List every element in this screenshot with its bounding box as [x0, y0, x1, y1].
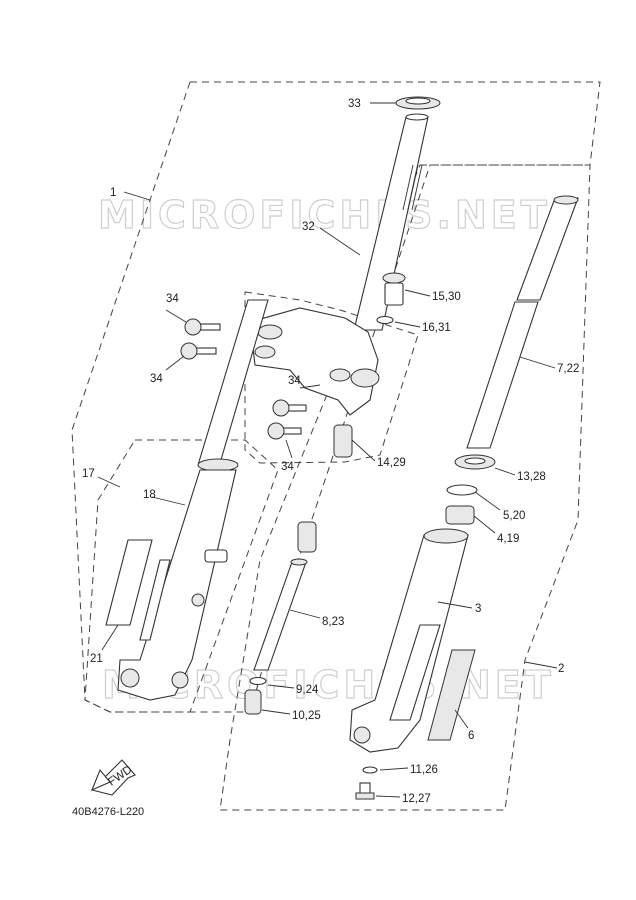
callout-15-30: 15,30: [432, 291, 461, 303]
callout-7-22: 7,22: [557, 363, 579, 375]
part-33-top-nut: [395, 96, 441, 110]
callout-13-28: 13,28: [517, 471, 546, 483]
callout-8-23: 8,23: [322, 616, 344, 628]
callout-21: 21: [90, 653, 103, 665]
callout-5-20: 5,20: [503, 510, 525, 522]
callout-3: 3: [475, 603, 481, 615]
group-outline-assembly-2: [219, 164, 591, 811]
part-11-gasket: [362, 766, 378, 774]
callout-1: 1: [110, 187, 116, 199]
callout-11-26: 11,26: [410, 764, 438, 776]
callout-9-24: 9,24: [296, 684, 319, 696]
callout-18: 18: [143, 489, 156, 501]
callout-4-19: 4,19: [497, 533, 519, 545]
part-12-bottom-bolt: [355, 782, 375, 800]
part-16-o-ring: [376, 315, 394, 325]
part-15-cap-bolt: [382, 272, 406, 306]
group-outline-bracket: [244, 291, 419, 464]
fwd-arrow-icon: FWD: [90, 759, 136, 796]
part-3-right-outer-tube: [349, 528, 469, 753]
callout-2: 2: [558, 663, 564, 675]
callout-34-upper: 34: [166, 293, 179, 305]
callout-34-mid: 34: [288, 375, 301, 387]
part-6-right-guard: [427, 649, 476, 741]
group-outline-assembly-17: [84, 439, 279, 713]
callout-17: 17: [82, 468, 95, 480]
part-4-bushing: [445, 505, 475, 525]
part-14-spring-top: [333, 424, 353, 458]
callout-34-bottom: 34: [281, 461, 294, 473]
part-32-steering-stem: [353, 113, 429, 331]
group-outline-assembly-1: [71, 81, 601, 713]
part-10-rebound-spring: [244, 689, 262, 715]
callout-16-31: 16,31: [422, 322, 451, 334]
diagram-reference-code: 40B4276-L220: [72, 806, 144, 818]
callout-6: 6: [468, 730, 474, 742]
part-34-bolt-mid: [272, 399, 307, 417]
part-5-clip: [446, 484, 478, 496]
leader-lines: [97, 102, 558, 798]
part-34-bolt-upper: [184, 318, 221, 336]
callout-12-27: 12,27: [402, 793, 431, 805]
part-7-right-inner-tube: [466, 195, 579, 449]
callout-10-25: 10,25: [292, 710, 321, 722]
part-17-left-outer-tube: [117, 469, 237, 701]
callout-32: 32: [302, 221, 315, 233]
part-9-washer: [249, 676, 267, 686]
callout-33: 33: [348, 98, 361, 110]
part-21-left-guard: [105, 539, 153, 626]
part-21-left-guard-inner: [139, 559, 171, 641]
part-34-bolt-bottom: [267, 422, 302, 440]
part-8-damper-rod: [253, 558, 308, 671]
callout-34-lower: 34: [150, 373, 163, 385]
part-34-bolt-lower: [180, 342, 217, 360]
callout-14-29: 14,29: [377, 457, 406, 469]
part-13-oil-seal: [454, 454, 496, 470]
part-14-spring-mid: [297, 521, 317, 553]
